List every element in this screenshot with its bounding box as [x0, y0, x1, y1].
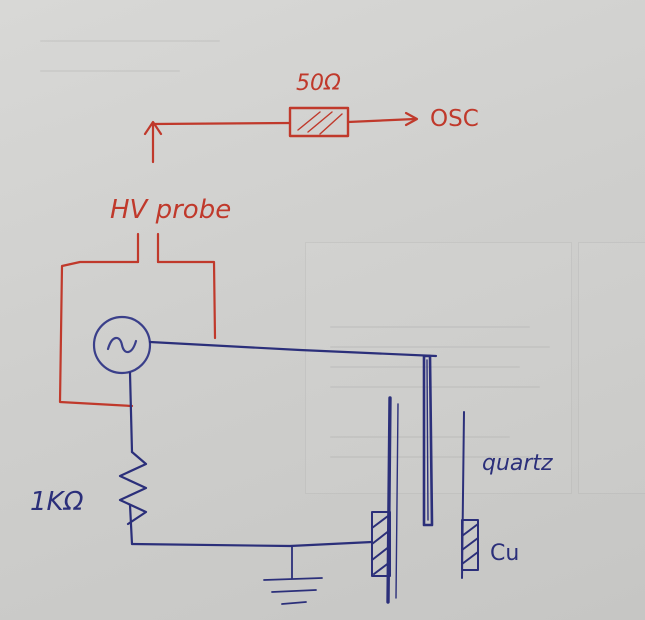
blue-wire-bottom — [130, 540, 374, 548]
quartz-plate-left — [386, 396, 392, 604]
probe-loop-right — [156, 260, 217, 340]
blue-wire-left — [128, 371, 134, 454]
cu-electrode-right-hatch — [461, 523, 479, 565]
probe-loop — [58, 260, 140, 408]
cu-electrode-right — [461, 519, 479, 571]
show-through-line — [40, 70, 180, 72]
red-wire-osc — [346, 117, 417, 124]
cu-electrode-left-hatch — [371, 515, 391, 575]
show-through-line — [330, 326, 530, 328]
blue-hv-circuit — [92, 315, 479, 605]
label-resistor-50: 50Ω — [296, 71, 341, 96]
ground-icon — [263, 545, 323, 605]
hv-electrode — [422, 354, 434, 527]
show-through-box-right — [578, 242, 645, 494]
show-through-line — [330, 386, 540, 388]
arrow-right-icon — [404, 111, 419, 127]
up-arrow-icon — [143, 120, 163, 164]
show-through-box — [305, 242, 572, 494]
red-wire-top — [151, 121, 292, 126]
label-osc: OSC — [430, 106, 479, 132]
red-measurement-circuit — [58, 106, 419, 408]
show-through-line — [40, 40, 220, 42]
blue-wire-top — [148, 340, 438, 358]
label-hv-probe: HV probe — [110, 195, 231, 225]
resistor-50-hatch — [297, 111, 343, 135]
resistor-1k-zigzag — [118, 450, 148, 526]
blue-wire-bottom-left — [128, 503, 134, 546]
ac-source-icon — [92, 315, 152, 375]
label-quartz: quartz — [482, 451, 553, 476]
show-through-line — [330, 436, 510, 438]
label-cu: Cu — [490, 541, 519, 566]
show-through-line — [330, 346, 550, 348]
quartz-plate-left-edge — [395, 403, 399, 599]
label-resistor-1k: 1KΩ — [30, 487, 84, 517]
hv-electrode-inner — [426, 359, 429, 521]
